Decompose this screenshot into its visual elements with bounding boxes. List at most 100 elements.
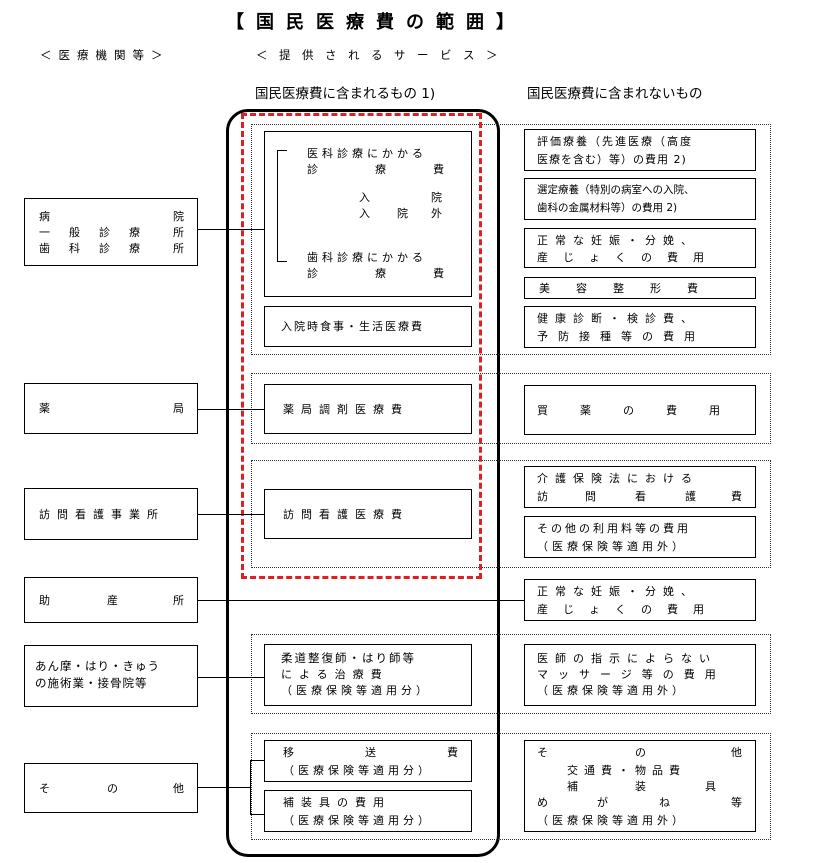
label: あん摩・はり・きゅう [35,659,160,673]
label: 診 [307,267,318,280]
institution-other: そ の 他 [24,763,198,813]
label: 産じょくの費用 [537,251,719,264]
institution-hospital-clinic: 病 院 一 般 診 療 所 歯 科 診 療 所 [24,198,198,266]
label: の [635,746,646,759]
label: 療 [375,163,386,176]
group-pharmacy [251,373,771,444]
bracket [277,150,287,262]
label: 病 [39,210,50,223]
label: 正常な妊娠・分娩、 [537,585,699,598]
connector-line [198,600,524,601]
label: 産 [107,594,118,607]
label: 療 [375,267,386,280]
label: 訪問看護医療費 [283,508,409,521]
label: そ [537,746,548,759]
group-massage [251,634,771,714]
institution-visiting-nursing: 訪問看護事業所 [24,488,198,540]
included-transport-fees: 移 送 費 （医療保険等適用分） [264,740,472,782]
connector-line [198,229,264,230]
label: 所 [173,594,184,607]
label: 具 [705,780,716,793]
label: （医療保険等適用分） [283,764,433,777]
institution-massage: あん摩・はり・きゅう の施術業・接骨院等 [24,645,198,707]
connector-line [250,760,264,761]
label: ね [659,796,670,809]
label: 所 [173,226,184,239]
header-institutions: ＜医療機関等＞ [40,48,170,62]
diagram-title: 【国民医療費の範囲】 [226,12,526,33]
label: 補装具の費用 [283,796,391,809]
included-meal-fees: 入院時食事・生活医療費 [264,306,472,347]
included-home-nursing-fees: 訪問看護医療費 [264,489,472,539]
label: 診 [307,163,318,176]
label: 費 [731,490,742,503]
connector-line [198,677,264,678]
label: 入 [359,207,370,220]
excluded-usage-fees: その他の利用料等の費用 （医療保険等適用外） [524,516,756,558]
label: 院 [397,207,408,220]
connector-line [198,514,264,515]
label: 産じょくの費用 [537,603,719,616]
excluded-evaluation-care: 評価療養（先進医療（高度 医療を含む）等）の費用 2) [524,129,756,171]
excluded-pregnancy-midwife: 正常な妊娠・分娩、 産じょくの費用 [524,579,756,621]
label: 費 [433,267,444,280]
connector-line [250,814,264,815]
institution-pharmacy: 薬 局 [24,383,198,434]
label: 医師の指示によらない [537,652,717,665]
label: 費 [433,163,444,176]
label: め [537,796,548,809]
label: 等 [731,796,742,809]
label: 買薬の費用 [537,404,752,417]
included-region [226,109,500,857]
excluded-massage: 医師の指示によらない マッサージ等の費用 （医療保険等適用外） [524,644,756,706]
label: 院 [431,191,442,204]
label: （医療保険等適用外） [537,540,687,553]
label: による治療費 [281,668,389,681]
included-judo-therapy-fees: 柔道整復師・はり師等 による治療費 （医療保険等適用分） [264,644,472,706]
connector-line [198,409,264,410]
label: マッサージ等の費用 [537,668,726,681]
institution-midwife: 助 産 所 [24,577,198,623]
label: 医療を含む）等）の費用 2) [537,153,687,166]
label: 訪問看護事業所 [39,508,165,521]
included-pharmacy-fees: 薬局調剤医療費 [264,384,472,434]
label: 他 [173,782,184,795]
excluded-ltc-insurance: 介護保険法における 訪 問 看 護 費 [524,466,756,508]
label: 選定療養（特別の病室への入院、 [537,184,695,196]
excluded-other: そ の 他 交通費・物品費 補 装 具 め が ね 等 （医療保険等適用外） [524,740,756,832]
label: 外 [431,207,442,220]
label: が [597,796,608,809]
label: （医療保険等適用分） [283,814,433,827]
label: そ [39,782,50,795]
label: 予防接種等の費用 [537,330,705,343]
label: 薬 [39,402,50,415]
excluded-health-checkup: 健康診断・検診費、 予防接種等の費用 [524,306,756,348]
label: 歯 科 診 療 [39,242,144,255]
label: 歯科の金属材料等）の費用 2) [537,202,678,214]
label: 他 [731,746,742,759]
label: 看 [635,490,646,503]
label: 健康診断・検診費、 [537,312,699,325]
label: 問 [585,490,596,503]
highlight-dashed-frame [241,113,482,579]
excluded-pregnancy: 正常な妊娠・分娩、 産じょくの費用 [524,228,756,268]
label: 費 [447,746,458,759]
label: 歯科診療にかかる [307,251,427,264]
header-services: ＜ 提 供 さ れ る サ ー ビ ス ＞ [256,48,498,62]
label: 装 [635,780,646,793]
label: 護 [685,490,696,503]
label: 入 [359,191,370,204]
group-medical [251,124,771,355]
label: 助 [39,594,50,607]
label: 介護保険法における [537,472,699,485]
group-other [251,733,771,840]
label: 正常な妊娠・分娩、 [537,234,699,247]
label: 薬局調剤医療費 [283,403,409,416]
label: 交通費・物品費 [567,764,686,777]
label: 美容整形費 [539,282,724,295]
label: の [107,782,118,795]
label: の施術業・接骨院等 [35,676,148,690]
excluded-cosmetic-surgery: 美容整形費 [524,277,756,299]
label: 評価療養（先進医療（高度 [537,135,693,148]
header-included: 国民医療費に含まれるもの 1) [255,86,436,102]
